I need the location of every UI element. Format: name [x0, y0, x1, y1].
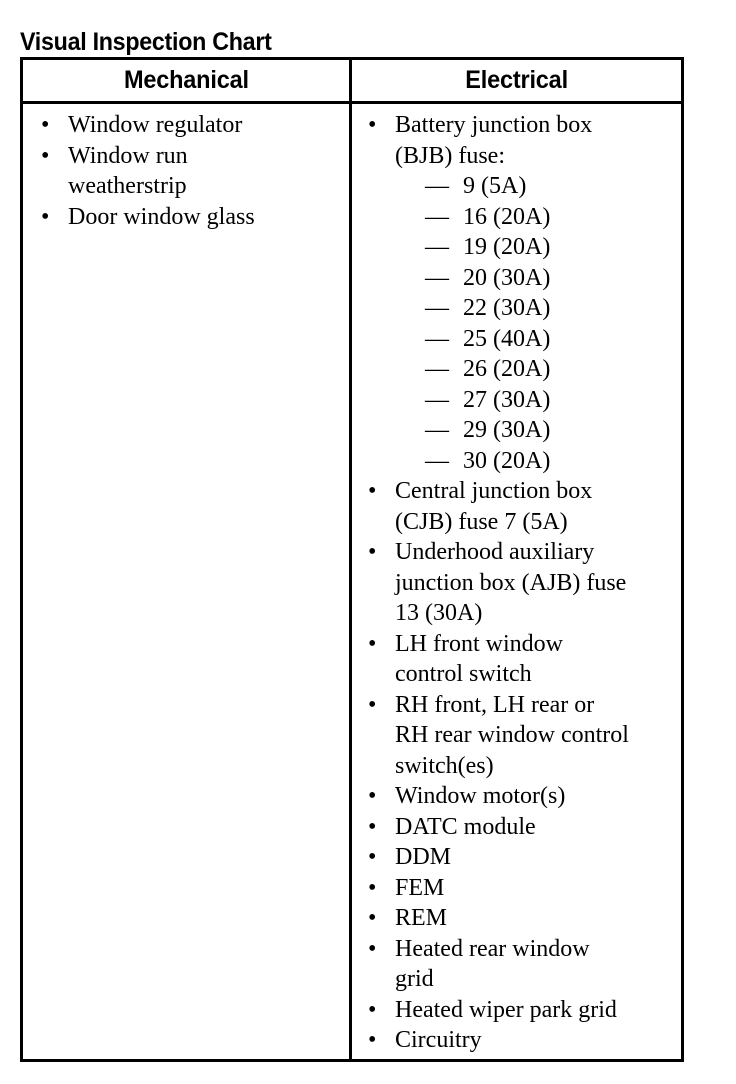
bullet-icon: • [368, 478, 377, 504]
list-item: • Underhood auxiliary junction box (AJB) f… [365, 537, 681, 629]
table-body-row: • Window regulator • Window run weatherstrip… [23, 104, 681, 1059]
bullet-icon: • [368, 630, 377, 657]
sub-list-item: — 26 (20A) [395, 354, 681, 385]
sub-list-item-label: 16 (20A) [463, 203, 551, 230]
list-item: • Window run weatherstrip [38, 141, 349, 202]
sub-list-item: — 19 (20A) [395, 232, 681, 263]
page-title: Visual Inspection Chart [20, 27, 272, 56]
column-header-mechanical: Mechanical [23, 60, 352, 101]
bullet-icon: • [41, 112, 50, 138]
bullet-icon: • [368, 112, 377, 138]
list-item-line: (BJB) fuse: [395, 142, 505, 169]
list-item-line: Central junction box [395, 478, 593, 504]
em-dash-icon: — [425, 447, 449, 474]
list-item-line: LH front window [395, 630, 563, 657]
bullet-icon: • [41, 203, 50, 230]
bullet-icon: • [368, 935, 377, 962]
list-item: • Window motor(s) [365, 781, 681, 812]
list-item-line: (CJB) fuse 7 (5A) [395, 508, 568, 535]
sub-list-item-label: 20 (30A) [463, 264, 551, 291]
list-item: • Circuitry [365, 1025, 681, 1056]
mechanical-item-list: • Window regulator • Window run weatherstrip… [23, 110, 349, 232]
em-dash-icon: — [425, 417, 449, 443]
em-dash-icon: — [425, 203, 449, 230]
bullet-icon: • [368, 691, 377, 718]
list-item: • Door window glass [38, 202, 349, 233]
list-item: • Central junction box (CJB) fuse 7 (5A) [365, 476, 681, 537]
list-item: • LH front window control switch [365, 629, 681, 690]
sub-list-item: — 22 (30A) [395, 293, 681, 324]
list-item-line: Circuitry [395, 1027, 482, 1053]
list-item-line: Heated rear window [395, 935, 590, 962]
bullet-icon: • [368, 874, 377, 901]
sub-list-item-label: 26 (20A) [463, 356, 551, 382]
bullet-icon: • [368, 539, 377, 565]
list-item-line: FEM [395, 874, 445, 901]
list-item-line: Battery junction box [395, 112, 593, 138]
list-item-line: Window motor(s) [395, 783, 566, 809]
list-item-line: REM [395, 905, 448, 931]
list-item-line: Heated wiper park grid [395, 996, 617, 1023]
sub-list-item: — 9 (5A) [395, 171, 681, 202]
em-dash-icon: — [425, 173, 449, 199]
column-header-mechanical-label: Mechanical [123, 66, 249, 94]
list-item: • Heated wiper park grid [365, 995, 681, 1026]
column-header-electrical-label: Electrical [465, 66, 568, 94]
list-item-line: DATC module [395, 813, 536, 840]
bullet-icon: • [368, 813, 377, 840]
bullet-icon: • [368, 905, 377, 931]
list-item-line: junction box (AJB) fuse [395, 569, 627, 596]
list-item: • REM [365, 903, 681, 934]
sub-list-item-label: 9 (5A) [463, 173, 527, 199]
em-dash-icon: — [425, 295, 449, 321]
sub-list-item-label: 19 (20A) [463, 234, 551, 260]
bullet-icon: • [368, 1027, 377, 1053]
list-item-line: Window regulator [68, 112, 243, 138]
em-dash-icon: — [425, 386, 449, 413]
em-dash-icon: — [425, 264, 449, 291]
sub-list-item: — 25 (40A) [395, 324, 681, 355]
list-item-line: switch(es) [395, 752, 494, 779]
em-dash-icon: — [425, 356, 449, 382]
em-dash-icon: — [425, 325, 449, 352]
bullet-icon: • [368, 844, 377, 870]
list-item: • DDM [365, 842, 681, 873]
list-item-line: weatherstrip [68, 173, 187, 199]
list-item-line: Underhood auxiliary [395, 539, 595, 565]
list-item: • Window regulator [38, 110, 349, 141]
list-item-line: DDM [395, 844, 452, 870]
sub-list-item-label: 29 (30A) [463, 417, 551, 443]
sub-list-item-label: 27 (30A) [463, 386, 551, 413]
sub-list-item: — 16 (20A) [395, 202, 681, 233]
list-item: • FEM [365, 873, 681, 904]
list-item-line: RH rear window control [395, 722, 629, 748]
em-dash-icon: — [425, 234, 449, 260]
sub-list-item: — 29 (30A) [395, 415, 681, 446]
list-item-line: Door window glass [68, 203, 255, 230]
sub-list-item-label: 22 (30A) [463, 295, 551, 321]
sub-list-item-label: 25 (40A) [463, 325, 551, 352]
bullet-icon: • [368, 783, 377, 809]
list-item: • DATC module [365, 812, 681, 843]
sub-list-item: — 30 (20A) [395, 446, 681, 477]
electrical-item-list: •Battery junction box(BJB) fuse:—9 (5A)—… [352, 110, 681, 1056]
list-item: • Heated rear window grid [365, 934, 681, 995]
bullet-icon: • [368, 996, 377, 1023]
visual-inspection-chart-table: Mechanical Electrical •Window regulator•… [20, 57, 684, 1062]
table-header-row: Mechanical Electrical [23, 60, 681, 104]
list-item-line: 13 (30A) [395, 600, 483, 626]
bullet-icon: • [41, 142, 50, 169]
list-item-line: RH front, LH rear or [395, 691, 595, 718]
list-item-line: grid [395, 966, 434, 992]
column-header-electrical: Electrical [352, 60, 681, 101]
cell-mechanical: • Window regulator • Window run weatherstrip… [23, 104, 352, 1059]
list-item-line: control switch [395, 661, 532, 687]
cell-electrical: •Battery junction box(BJB) fuse:—9 (5A)—… [352, 104, 681, 1059]
list-item: •Battery junction box(BJB) fuse:—9 (5A)—… [365, 110, 681, 476]
sub-list-item-label: 30 (20A) [463, 447, 551, 474]
sub-list-item: — 27 (30A) [395, 385, 681, 416]
sub-list-item: — 20 (30A) [395, 263, 681, 294]
list-item: • RH front, LH rear or RH rear window cont… [365, 690, 681, 782]
list-item-line: Window run [68, 142, 188, 169]
